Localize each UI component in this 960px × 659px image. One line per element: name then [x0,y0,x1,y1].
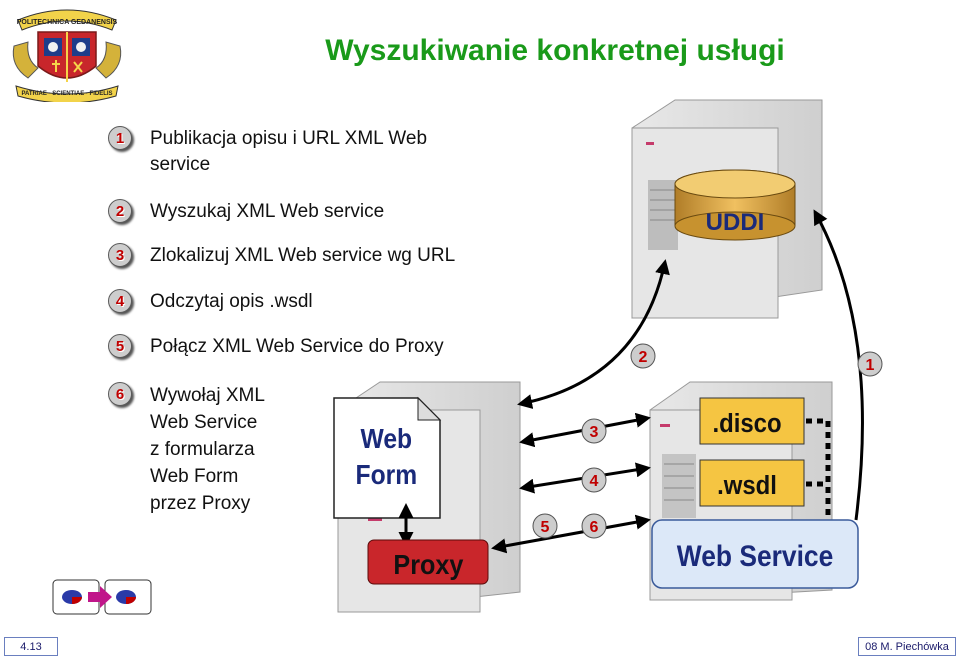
university-logo: POLITECHNICA GEDANENSIS PATRIAE · SCIENT… [12,9,122,102]
wsdl-file: .wsdl [699,459,805,507]
arrow-badge-5: 5 [532,513,558,539]
badge-number: 2 [639,349,648,366]
arrow-step-5-6 [491,514,651,554]
slide-nav-icon[interactable] [52,579,152,615]
step-number-badge: 5 [108,334,132,358]
dashed-link [806,418,831,520]
step-2: 2 Wyszukaj XML Web service [108,199,384,225]
proxy-label: Proxy [393,549,463,581]
step-1: 1 Publikacja opisu i URL XML Web service [108,126,427,178]
uddi-label: UDDI [706,209,765,236]
wsdl-label: .wsdl [717,471,777,500]
step-number-badge: 1 [108,126,132,150]
web-form-label: Web [361,423,413,455]
badge-number: 6 [590,519,599,536]
slide-number: 4.13 [4,637,58,656]
step-text: Połącz XML Web Service do Proxy [150,336,444,357]
step-text: Publikacja opisu i URL XML Web [150,128,428,149]
step-6: 6 Wywołaj XML Web Service z formularza W… [108,382,265,517]
logo-motto-text: PATRIAE · SCIENTIAE · FIDELIS [21,91,112,97]
step-text: Zlokalizuj XML Web service wg URL [150,245,456,266]
webservice-label: Web Service [677,538,833,572]
page-title: Wyszukiwanie konkretnej usługi [325,34,785,67]
arrow-step-2 [517,259,670,409]
step-4: 4 Odczytaj opis .wsdl [108,289,313,315]
web-form-label: Form [356,459,418,491]
arrow-badge-2: 2 [630,343,656,369]
step-number-badge: 2 [108,199,132,223]
uddi-database: UDDI [674,169,796,241]
step-number-badge: 3 [108,243,132,267]
step-text: service [150,154,211,175]
web-form-document: Web Form [333,396,442,519]
arrow-badge-1: 1 [857,351,883,377]
badge-number: 4 [590,473,599,490]
step-5: 5 Połącz XML Web Service do Proxy [108,334,444,360]
disco-file: .disco [699,397,805,445]
footer-author: 08 M. Piechówka [858,637,956,656]
step-text: Web Service [150,412,258,433]
arrow-badge-3: 3 [581,418,607,444]
badge-number: 5 [541,519,550,536]
arrow-badge-6: 6 [581,513,607,539]
arrow-step-1 [813,209,864,521]
badge-number: 3 [590,424,599,441]
badge-number: 1 [866,357,875,374]
step-number-badge: 6 [108,382,132,406]
step-text: Web Form [150,466,239,487]
logo-arc-text: POLITECHNICA GEDANENSIS [17,19,118,26]
step-text: Odczytaj opis .wsdl [150,291,313,312]
webservice-box: Web Service [651,519,859,589]
step-text: przez Proxy [150,493,251,514]
step-number-badge: 4 [108,289,132,313]
proxy-box: Proxy [367,539,489,585]
step-text: Wyszukaj XML Web service [150,201,385,222]
step-text: Wywołaj XML [150,385,265,406]
step-text: z formularza [150,439,255,460]
step-3: 3 Zlokalizuj XML Web service wg URL [108,243,455,269]
disco-label: .disco [712,409,781,438]
arrow-badge-4: 4 [581,467,607,493]
